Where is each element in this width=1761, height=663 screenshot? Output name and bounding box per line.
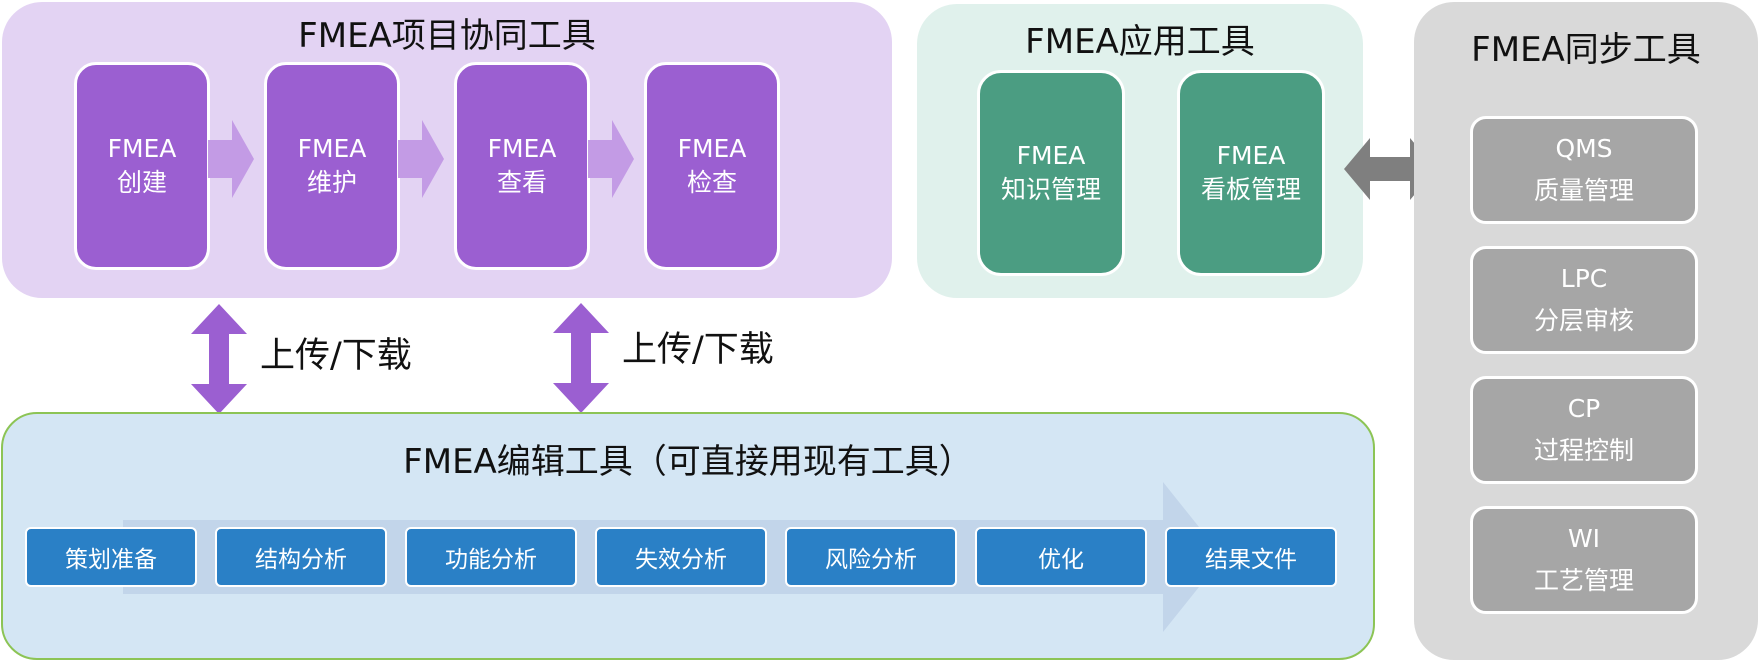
step-optimization[interactable]: 优化: [975, 527, 1147, 587]
upload-download-arrow-icon: [191, 304, 247, 414]
edit-tools-title: FMEA编辑工具（可直接用现有工具）: [403, 442, 973, 482]
fmea-view-box[interactable]: FMEA 查看: [454, 62, 590, 270]
fmea-check-box[interactable]: FMEA 检查: [644, 62, 780, 270]
wi-box[interactable]: WI 工艺管理: [1470, 506, 1698, 614]
fmea-create-box[interactable]: FMEA 创建: [74, 62, 210, 270]
step-function-analysis[interactable]: 功能分析: [405, 527, 577, 587]
collab-tools-panel: FMEA项目协同工具 FMEA 创建 FMEA 维护 FMEA 查看 FMEA …: [2, 2, 892, 298]
lpc-box[interactable]: LPC 分层审核: [1470, 246, 1698, 354]
collab-tools-title: FMEA项目协同工具: [298, 16, 596, 56]
box-label-line2: 看板管理: [1200, 175, 1301, 204]
box-label-line1: FMEA: [487, 134, 557, 163]
sync-tools-panel: FMEA同步工具 QMS 质量管理 LPC 分层审核 CP 过程控制 WI 工艺…: [1414, 2, 1758, 660]
box-label-line1: QMS: [1555, 134, 1613, 163]
bidirectional-arrow-icon: [1344, 138, 1436, 200]
sync-tools-title: FMEA同步工具: [1471, 30, 1701, 70]
step-planning[interactable]: 策划准备: [25, 527, 197, 587]
step-structure-analysis[interactable]: 结构分析: [215, 527, 387, 587]
step-risk-analysis[interactable]: 风险分析: [785, 527, 957, 587]
cp-box[interactable]: CP 过程控制: [1470, 376, 1698, 484]
box-label-line1: CP: [1567, 394, 1601, 423]
box-label-line1: WI: [1567, 524, 1601, 553]
box-label-line2: 知识管理: [1000, 175, 1101, 204]
fmea-knowledge-box[interactable]: FMEA 知识管理: [977, 70, 1125, 276]
box-label-line1: FMEA: [1016, 141, 1086, 170]
box-label-line2: 查看: [496, 168, 547, 197]
box-label-line2: 创建: [116, 168, 167, 197]
qms-box[interactable]: QMS 质量管理: [1470, 116, 1698, 224]
flow-arrow-icon: [588, 120, 634, 198]
upload-download-label: 上传/下载: [260, 336, 412, 376]
edit-tools-panel: FMEA编辑工具（可直接用现有工具） 策划准备 结构分析 功能分析 失效分析 风…: [1, 412, 1375, 660]
box-label-line1: FMEA: [1216, 141, 1286, 170]
box-label-line2: 工艺管理: [1533, 566, 1634, 595]
box-label-line2: 分层审核: [1533, 306, 1634, 335]
box-label-line2: 维护: [306, 168, 357, 197]
box-label-line1: FMEA: [107, 134, 177, 163]
flow-arrow-icon: [208, 120, 254, 198]
box-label-line1: FMEA: [297, 134, 367, 163]
step-failure-analysis[interactable]: 失效分析: [595, 527, 767, 587]
box-label-line2: 检查: [686, 168, 737, 197]
app-tools-panel: FMEA应用工具 FMEA 知识管理 FMEA 看板管理: [917, 4, 1363, 298]
app-tools-title: FMEA应用工具: [1025, 22, 1255, 62]
step-result-document[interactable]: 结果文件: [1165, 527, 1337, 587]
flow-arrow-icon: [398, 120, 444, 198]
box-label-line1: LPC: [1560, 264, 1608, 293]
box-label-line1: FMEA: [677, 134, 747, 163]
upload-download-arrow-icon: [553, 303, 609, 413]
box-label-line2: 过程控制: [1533, 436, 1634, 465]
fmea-maintain-box[interactable]: FMEA 维护: [264, 62, 400, 270]
upload-download-label: 上传/下载: [622, 330, 774, 370]
fmea-dashboard-box[interactable]: FMEA 看板管理: [1177, 70, 1325, 276]
box-label-line2: 质量管理: [1533, 176, 1634, 205]
